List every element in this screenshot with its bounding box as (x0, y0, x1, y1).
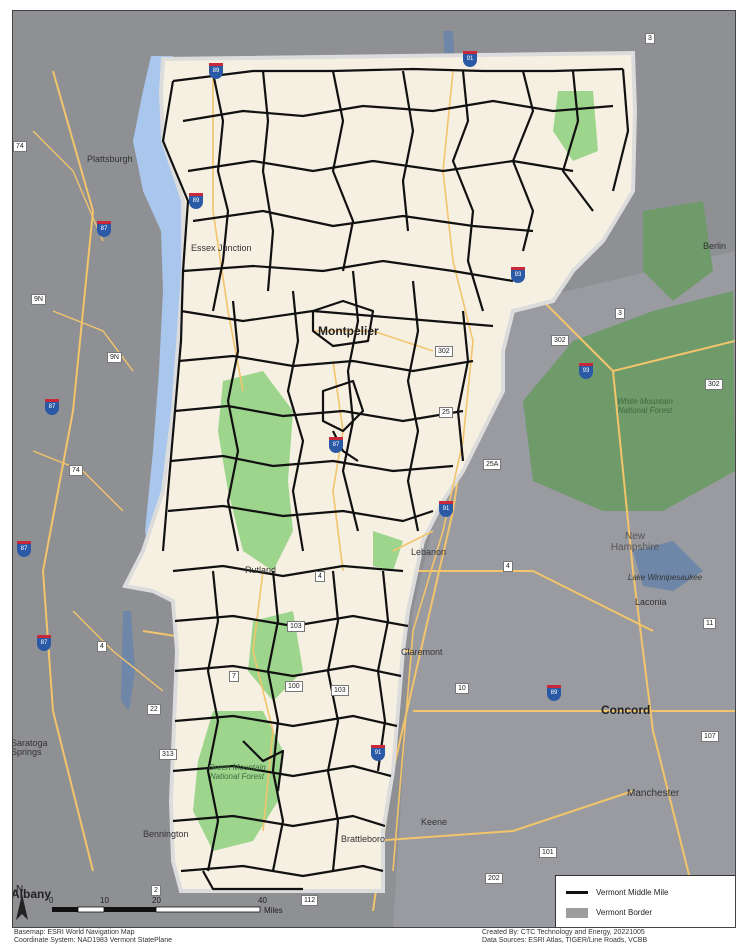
footer-left: Basemap: ESRI World Navigation Map Coord… (14, 929, 172, 945)
footer-created-by: Created By: CTC Technology and Energy, 2… (482, 929, 645, 936)
scale-tick-0: 0 (49, 896, 54, 905)
shield-11: 11 (703, 618, 717, 629)
legend: Vermont Middle Mile Vermont Border (555, 875, 735, 927)
shield-i91-south: 91 (371, 745, 385, 761)
map-frame[interactable]: Plattsburgh Essex Junction Montpelier Be… (12, 10, 736, 928)
shield-i89-north: 89 (209, 63, 223, 79)
shield-74-north: 74 (13, 141, 27, 152)
shield-302-b: 302 (435, 346, 453, 357)
label-berlin: Berlin (703, 241, 727, 251)
shield-4-a: 4 (503, 561, 513, 572)
label-concord: Concord (601, 703, 651, 717)
shield-i93-north: 93 (511, 267, 525, 283)
scale-tick-40: 40 (258, 896, 267, 905)
label-manchester: Manchester (627, 788, 680, 799)
legend-middle-mile: Vermont Middle Mile (566, 888, 668, 897)
shield-7: 7 (229, 671, 239, 682)
footer-data-sources: Data Sources: ESRI Atlas, TIGER/Line Roa… (482, 937, 648, 944)
forest-green-mountain-north (218, 371, 293, 571)
shield-10: 10 (455, 683, 469, 694)
footer-right: Created By: CTC Technology and Energy, 2… (482, 929, 647, 945)
shield-112: 112 (301, 895, 319, 906)
shield-i87-b: 87 (45, 399, 59, 415)
vt-roads (212, 70, 474, 872)
shield-302-a: 302 (551, 335, 569, 346)
ny-roads (32, 130, 164, 692)
label-keene: Keene (421, 817, 448, 827)
shield-i89-nh: 89 (547, 685, 561, 701)
forest-vt-mid (248, 611, 303, 701)
shield-2: 2 (151, 885, 161, 896)
middle-mile-network (161, 67, 630, 891)
shield-103-b: 103 (331, 685, 349, 696)
shield-i89-mid: 89 (189, 193, 203, 209)
basemap (13, 11, 735, 927)
label-rutland: Rutland (245, 565, 277, 575)
legend-border: Vermont Border (566, 908, 652, 918)
shield-us3-south: 3 (615, 308, 625, 319)
label-white-mountain: White Mountain National Forest (617, 397, 673, 415)
label-claremont: Claremont (401, 647, 443, 657)
shield-i91-north: 91 (463, 51, 477, 67)
shield-22: 22 (147, 704, 161, 715)
shield-313: 313 (159, 749, 177, 760)
label-laconia: Laconia (635, 597, 667, 607)
shield-i87-e: 87 (329, 437, 343, 453)
legend-middle-mile-label: Vermont Middle Mile (596, 888, 669, 897)
shield-i87-d: 87 (37, 635, 51, 651)
label-winnipesaukee: Lake Winnipesaukee (627, 573, 703, 582)
shield-107: 107 (701, 731, 719, 742)
legend-box-swatch (566, 908, 588, 918)
north-letter: N (16, 884, 24, 895)
label-plattsburgh: Plattsburgh (87, 154, 133, 164)
label-new-hampshire: New Hampshire (610, 531, 660, 553)
forest-white-mountain (523, 291, 735, 511)
shield-100: 100 (285, 681, 303, 692)
label-bennington: Bennington (143, 829, 189, 839)
shield-25: 25 (439, 407, 453, 418)
label-green-mountain: Green Mountain National Forest (208, 763, 266, 781)
label-lebanon: Lebanon (411, 547, 447, 557)
shield-103-a: 103 (287, 621, 305, 632)
shield-i91-mid: 91 (439, 501, 453, 517)
label-montpelier: Montpelier (318, 324, 379, 338)
shield-9n-south: 9N (107, 352, 122, 363)
scale-unit: Miles (264, 906, 283, 915)
legend-line-swatch (566, 891, 588, 895)
label-brattleboro: Brattleboro (341, 834, 386, 844)
shield-i87-a: 87 (97, 221, 111, 237)
lake-george (121, 611, 135, 711)
label-essex-junction: Essex Junction (191, 243, 252, 253)
label-saratoga: Saratoga Springs (12, 738, 48, 757)
north-arrow-icon (16, 894, 28, 920)
footer-basemap: Basemap: ESRI World Navigation Map (14, 929, 135, 936)
shield-101: 101 (539, 847, 557, 858)
forest-green-mountain-south (193, 711, 283, 851)
shield-74-south: 74 (69, 465, 83, 476)
shield-9n-north: 9N (31, 294, 46, 305)
lake-winnipesaukee (633, 541, 703, 591)
shield-i93-south: 93 (579, 363, 593, 379)
scale-bar-graphic (52, 906, 261, 913)
legend-border-label: Vermont Border (596, 908, 653, 918)
shield-us3-north: 3 (645, 33, 655, 44)
shield-25a: 25A (483, 459, 502, 470)
footer-coordinate-system: Coordinate System: NAD1983 Vermont State… (14, 937, 172, 944)
forest-vt-east (373, 531, 403, 571)
shield-4-b: 4 (97, 641, 107, 652)
vermont-shape (121, 50, 638, 893)
forest-nh-north (643, 201, 713, 301)
shield-4-c: 4 (315, 571, 325, 582)
shield-202: 202 (485, 873, 503, 884)
shield-302-c: 302 (705, 379, 723, 390)
scale-tick-10: 10 (100, 896, 109, 905)
shield-i87-c: 87 (17, 541, 31, 557)
scale-tick-20: 20 (152, 896, 161, 905)
